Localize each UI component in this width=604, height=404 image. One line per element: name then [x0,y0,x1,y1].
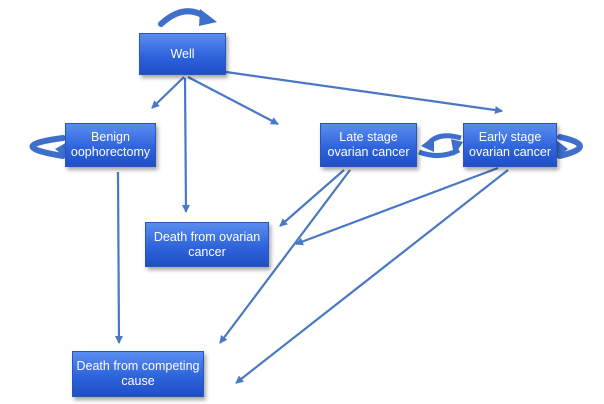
edge-late-to-dcomp [219,169,351,344]
self-loop-early-head [556,140,568,159]
self-loop-benign [29,135,66,159]
edge-early-to-dcomp [235,169,509,384]
state-benign-oophorectomy: Benign oophorectomy [65,123,156,167]
edge-well-to-late [187,76,279,125]
self-loop-early [557,134,583,159]
edge-late-to-early-curve [418,147,461,158]
edge-well-to-early [225,70,503,114]
self-loop-well-head [199,9,217,26]
edge-early-to-dovc [295,166,499,246]
state-death-from-ovarian-cancer: Death from ovarian cancer [145,222,269,267]
state-late-stage-ovarian-cancer: Late stage ovarian cancer [320,123,417,167]
edge-early-to-late-head [421,136,434,152]
edge-late-to-early-head [451,139,463,156]
edge-late-to-dovc [279,169,345,227]
edge-well-to-dovc [181,77,190,213]
edge-benign-to-dcomp [114,171,123,344]
edge-well-to-benign [151,76,185,109]
state-death-from-competing-cause: Death from competing cause [72,351,204,397]
state-early-stage-ovarian-cancer: Early stage ovarian cancer [463,123,557,167]
state-well: Well [139,33,226,75]
